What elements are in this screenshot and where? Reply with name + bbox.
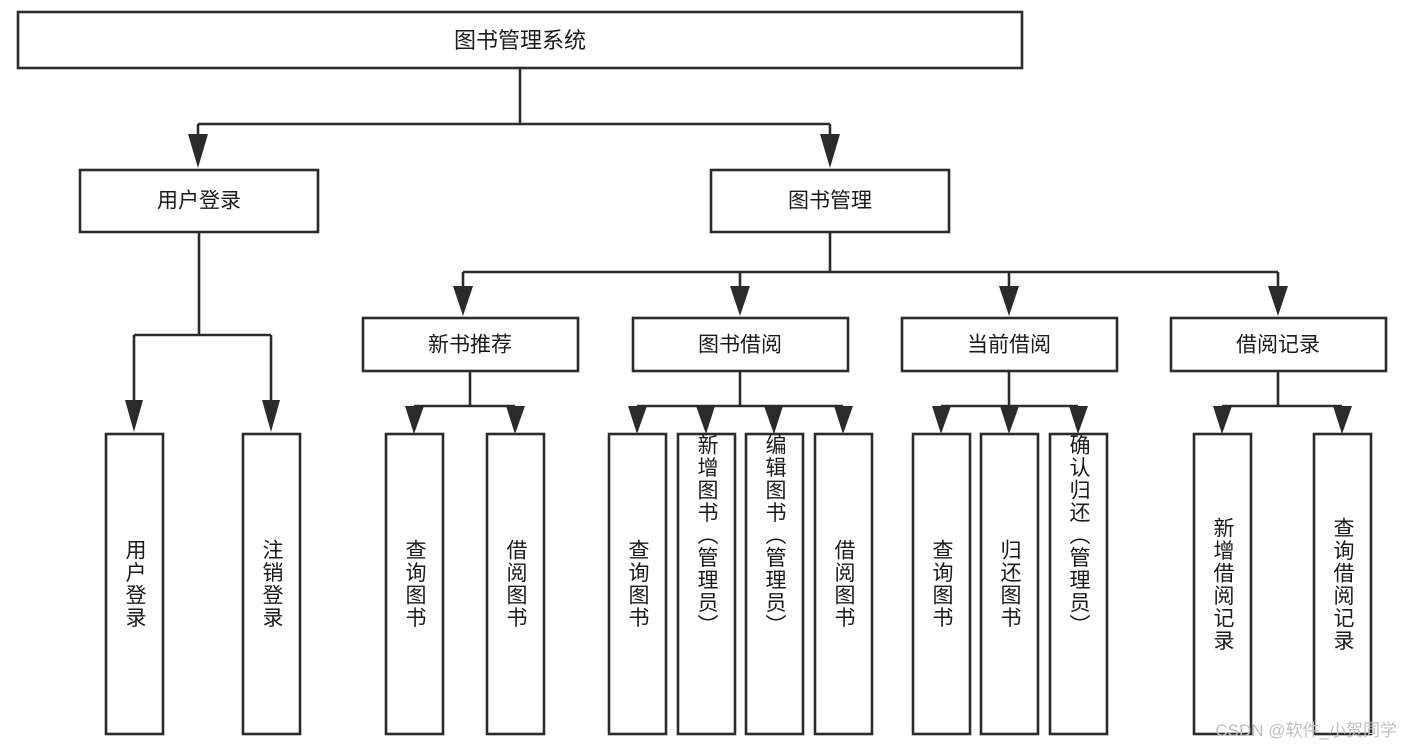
arrowhead-currentborrow-leaf-3 [1069, 406, 1088, 434]
arrowhead-newbook-leaf-1 [405, 406, 424, 434]
arrowhead-to-new-book-recommend [453, 286, 473, 316]
leaf-box-bookborrow-3[interactable] [744, 432, 805, 736]
leaf-box-bookborrow-2[interactable] [676, 432, 737, 736]
node-borrow-record-box [1169, 316, 1388, 373]
leaf-box-newbook-2[interactable] [485, 432, 546, 736]
node-new-book-recommend-label: 新书推荐 [428, 334, 512, 357]
node-book-manage[interactable]: 图书管理 [709, 168, 951, 234]
node-root-system-box [16, 10, 1024, 70]
arrowhead-root-to-user-login [188, 134, 208, 168]
arrowhead-borrowrecord-leaf-2 [1333, 406, 1352, 434]
arrowhead-root-to-book-manage [820, 134, 840, 168]
leaf-box-currentborrow-2[interactable] [979, 432, 1040, 736]
node-book-borrow[interactable]: 图书借阅 [631, 316, 850, 373]
arrowhead-currentborrow-leaf-1 [932, 406, 951, 434]
node-current-borrow[interactable]: 当前借阅 [900, 316, 1119, 373]
arrowhead-to-borrow-record [1268, 286, 1288, 316]
arrowhead-bookborrow-leaf-4 [834, 406, 853, 434]
leaf-box-bookborrow-4[interactable] [813, 432, 874, 736]
arrowhead-to-book-borrow [730, 286, 750, 316]
node-borrow-record[interactable]: 借阅记录 [1169, 316, 1388, 373]
arrowhead-user-login-leaf-2 [262, 400, 280, 432]
node-book-borrow-label: 图书借阅 [698, 334, 782, 357]
leaf-box-currentborrow-3[interactable] [1048, 432, 1109, 736]
arrowhead-borrowrecord-leaf-1 [1213, 406, 1232, 434]
node-new-book-recommend[interactable]: 新书推荐 [361, 316, 580, 373]
leaf-box-borrowrecord-1[interactable] [1192, 432, 1253, 736]
node-book-manage-box [709, 168, 951, 234]
node-borrow-record-label: 借阅记录 [1236, 334, 1320, 357]
node-book-borrow-box [631, 316, 850, 373]
leaf-box-user-login-1[interactable] [104, 432, 165, 736]
leaf-box-newbook-1[interactable] [384, 432, 445, 736]
node-new-book-recommend-box [361, 316, 580, 373]
node-root-system[interactable]: 图书管理系统 [16, 10, 1024, 70]
arrowhead-bookborrow-leaf-2 [696, 406, 715, 434]
arrowhead-bookborrow-leaf-3 [764, 406, 783, 434]
arrowhead-bookborrow-leaf-1 [628, 406, 647, 434]
node-root-system-label: 图书管理系统 [454, 28, 586, 53]
arrowhead-user-login-leaf-1 [125, 400, 143, 432]
node-current-borrow-box [900, 316, 1119, 373]
arrowhead-to-current-borrow [999, 286, 1019, 316]
leaf-box-user-login-2[interactable] [241, 432, 302, 736]
node-user-login[interactable]: 用户登录 [78, 168, 320, 234]
arrowhead-currentborrow-leaf-2 [1000, 406, 1019, 434]
node-book-manage-label: 图书管理 [788, 190, 872, 213]
arrowhead-newbook-leaf-2 [506, 406, 525, 434]
leaf-box-currentborrow-1[interactable] [911, 432, 972, 736]
node-user-login-label: 用户登录 [157, 190, 241, 213]
node-current-borrow-label: 当前借阅 [967, 334, 1051, 357]
watermark-text: CSDN @软件_小贺同学 [1215, 721, 1397, 740]
leaf-box-bookborrow-1[interactable] [607, 432, 668, 736]
leaf-box-borrowrecord-2[interactable] [1312, 432, 1373, 736]
